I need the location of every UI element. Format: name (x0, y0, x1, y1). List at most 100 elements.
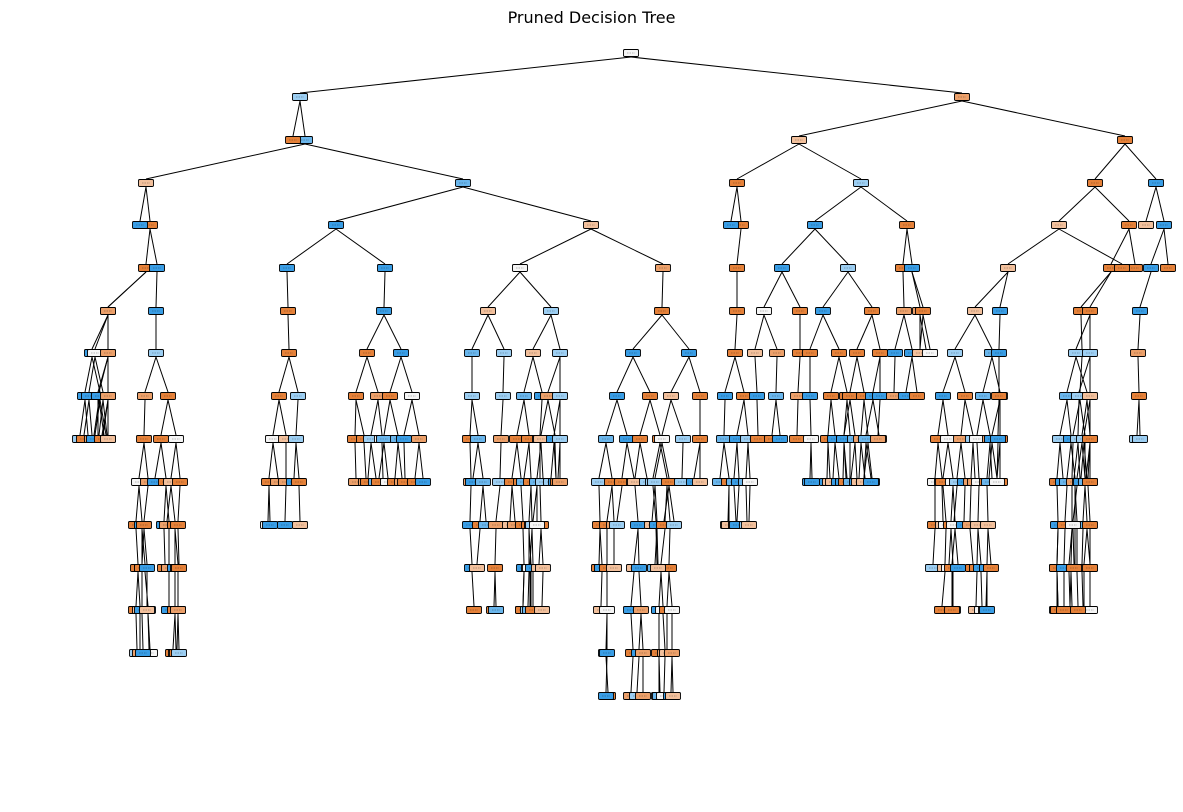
tree-edge (942, 485, 947, 522)
tree-edge (863, 442, 867, 479)
tree-node (285, 136, 301, 144)
tree-node-box (466, 606, 482, 614)
tree-edge (383, 314, 402, 350)
tree-node (664, 606, 680, 614)
tree-node (768, 392, 784, 400)
tree-node (1066, 564, 1082, 572)
tree-node (1051, 221, 1067, 229)
tree-edge (693, 442, 701, 479)
tree-node (647, 478, 663, 486)
tree-edge (974, 271, 1009, 308)
tree-edge (366, 314, 385, 350)
tree-node-box (148, 349, 164, 357)
tree-edge (969, 485, 972, 522)
tree-edge (654, 442, 663, 479)
tree-node (633, 606, 649, 614)
tree-node (872, 349, 888, 357)
tree-edge (174, 613, 177, 650)
tree-edge (1137, 314, 1141, 350)
tree-edge (656, 528, 659, 565)
tree-edge (1137, 356, 1140, 393)
tree-node-box (281, 349, 297, 357)
tree-edge (736, 442, 740, 479)
tree-node (393, 349, 409, 357)
tree-edge (743, 399, 749, 436)
tree-edge (733, 442, 738, 479)
tree-edge (299, 100, 306, 137)
tree-node (136, 435, 152, 443)
tree-node-box (654, 435, 670, 443)
tree-edge (781, 228, 816, 265)
tree-node-box (887, 349, 903, 357)
tree-edge (160, 442, 167, 479)
tree-edge (723, 442, 730, 479)
tree-edge (143, 442, 149, 479)
tree-node (606, 564, 622, 572)
tree-node-box (1087, 179, 1103, 187)
tree-edge (523, 399, 530, 436)
tree-edge (471, 399, 479, 436)
tree-node-box (915, 307, 931, 315)
tree-node-box (633, 606, 649, 614)
tree-node (991, 392, 1007, 400)
tree-node (792, 307, 808, 315)
tree-edge (663, 485, 670, 522)
tree-node (377, 264, 393, 272)
tree-edge (605, 399, 618, 436)
tree-node (749, 392, 765, 400)
tree-node (1082, 564, 1098, 572)
tree-node-box (631, 564, 647, 572)
tree-node (957, 392, 973, 400)
tree-edge (472, 442, 479, 479)
tree-edge (494, 528, 497, 565)
tree-edge (471, 314, 489, 350)
tree-node-box (493, 435, 509, 443)
tree-edge (272, 442, 279, 479)
tree-node-box (100, 349, 116, 357)
tree-edge (797, 356, 801, 393)
tree-node (983, 564, 999, 572)
tree-edge (906, 228, 913, 265)
tree-edge (519, 228, 592, 265)
tree-edge (147, 613, 151, 650)
tree-node-box (681, 349, 697, 357)
tree-node (1087, 179, 1103, 187)
tree-node (168, 435, 184, 443)
tree-node (279, 264, 295, 272)
tree-node (328, 221, 344, 229)
tree-edge (719, 442, 725, 479)
tree-node (947, 349, 963, 357)
tree-edge (1070, 528, 1073, 565)
tree-edge (1080, 314, 1083, 350)
tree-node (729, 307, 745, 315)
tree-node-box (172, 478, 188, 486)
tree-edge (287, 314, 290, 350)
tree-edge (976, 442, 980, 479)
tree-edge (500, 399, 504, 436)
tree-node-box (665, 692, 681, 700)
tree-edge (389, 356, 402, 393)
tree-node (872, 392, 888, 400)
tree-node (896, 307, 912, 315)
tree-node-box (692, 435, 708, 443)
tree-node-box (666, 521, 682, 529)
tree-node-box (529, 521, 545, 529)
tree-edge (1080, 271, 1112, 308)
tree-edge (138, 442, 145, 479)
tree-node-box (1000, 264, 1016, 272)
tree-node-box (1082, 307, 1098, 315)
tree-edge (295, 399, 299, 436)
tree-node (455, 179, 471, 187)
tree-edge (934, 442, 939, 479)
tree-node-box (623, 49, 639, 57)
tree-node-box (899, 221, 915, 229)
tree-node (1082, 435, 1098, 443)
tree-edge (149, 228, 158, 265)
tree-edge (660, 528, 666, 565)
tree-node (989, 478, 1005, 486)
tree-edge (834, 442, 840, 479)
tree-node (664, 649, 680, 657)
tree-edge (922, 314, 931, 350)
tree-node-box (664, 649, 680, 657)
tree-edge (846, 399, 851, 436)
